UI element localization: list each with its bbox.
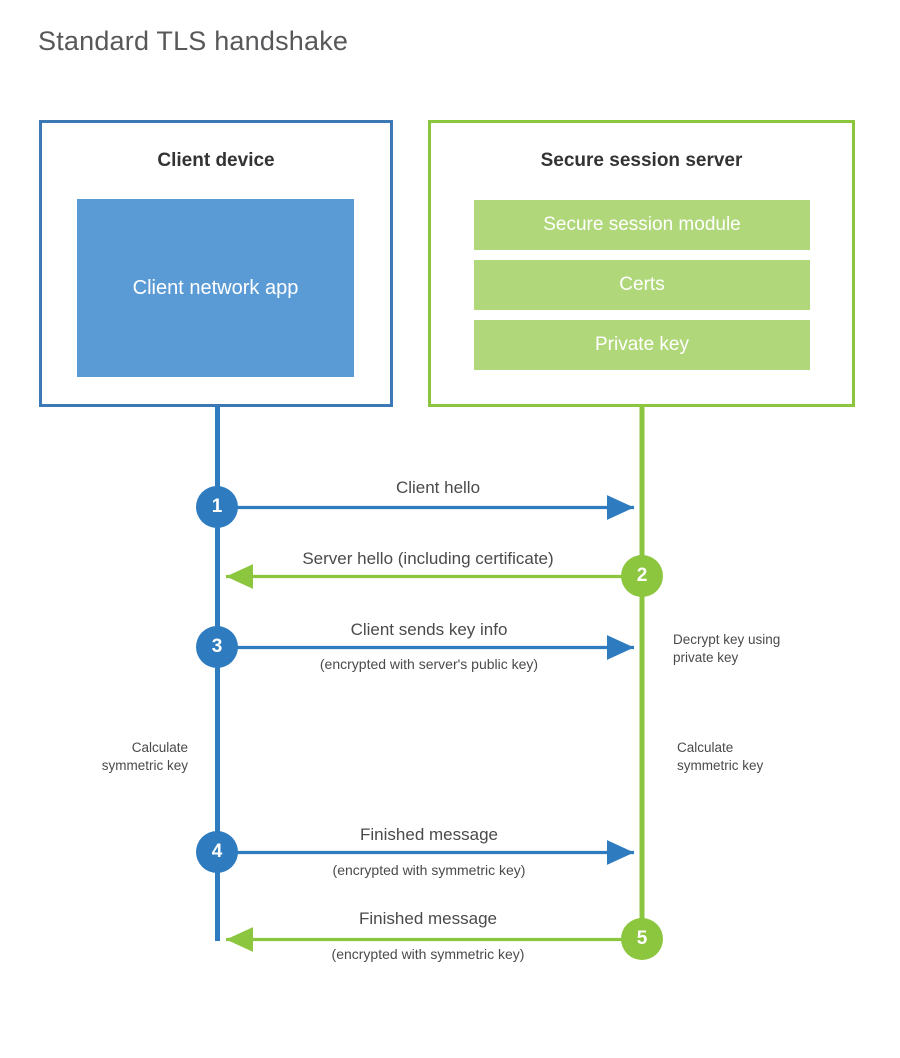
client-device-title: Client device [157,150,275,171]
server-calculate-symmetric-key-note: Calculate symmetric key [677,739,857,775]
step-3-number-badge: 3 [196,626,238,668]
client-network-app-label: Client network app [132,276,299,299]
step-2-label: Server hello (including certificate) [302,549,554,568]
step-5-number-badge: 5 [621,918,663,960]
step-4-sublabel: (encrypted with symmetric key) [332,862,526,878]
server-component-certs: Certs [474,260,810,310]
step-4-number-badge: 4 [196,831,238,873]
client-calculate-note-line1: Calculate [131,740,188,755]
server-calculate-note-line1: Calculate [677,740,734,755]
client-calculate-note-line2: symmetric key [101,758,188,774]
server-decrypt-note-line2: private key [673,650,739,666]
step-1-label: Client hello [395,478,481,497]
server-component-secure-session-module: Secure session module [474,200,810,250]
server-decrypt-note: Decrypt key using private key [673,631,853,667]
server-component-private-key: Private key [474,320,810,370]
server-decrypt-note-line1: Decrypt key using [673,632,781,647]
step-3-sublabel: (encrypted with server's public key) [319,656,539,672]
step-5-sublabel: (encrypted with symmetric key) [331,946,525,962]
server-component-list: Secure session module Certs Private key [474,200,810,370]
secure-session-server-box: Secure session server Secure session mod… [428,120,855,407]
page-title: Standard TLS handshake [38,26,349,56]
server-calculate-note-line2: symmetric key [677,758,764,774]
client-calculate-symmetric-key-note: Calculate symmetric key [30,739,188,775]
step-3-label: Client sends key info [350,620,508,639]
client-network-app-block: Client network app [77,199,354,377]
step-4-label: Finished message [360,825,498,844]
secure-session-server-title: Secure session server [540,150,743,171]
step-5-label: Finished message [359,909,497,928]
step-1-number-badge: 1 [196,486,238,528]
step-2-number-badge: 2 [621,555,663,597]
client-device-box: Client device Client network app [39,120,393,407]
